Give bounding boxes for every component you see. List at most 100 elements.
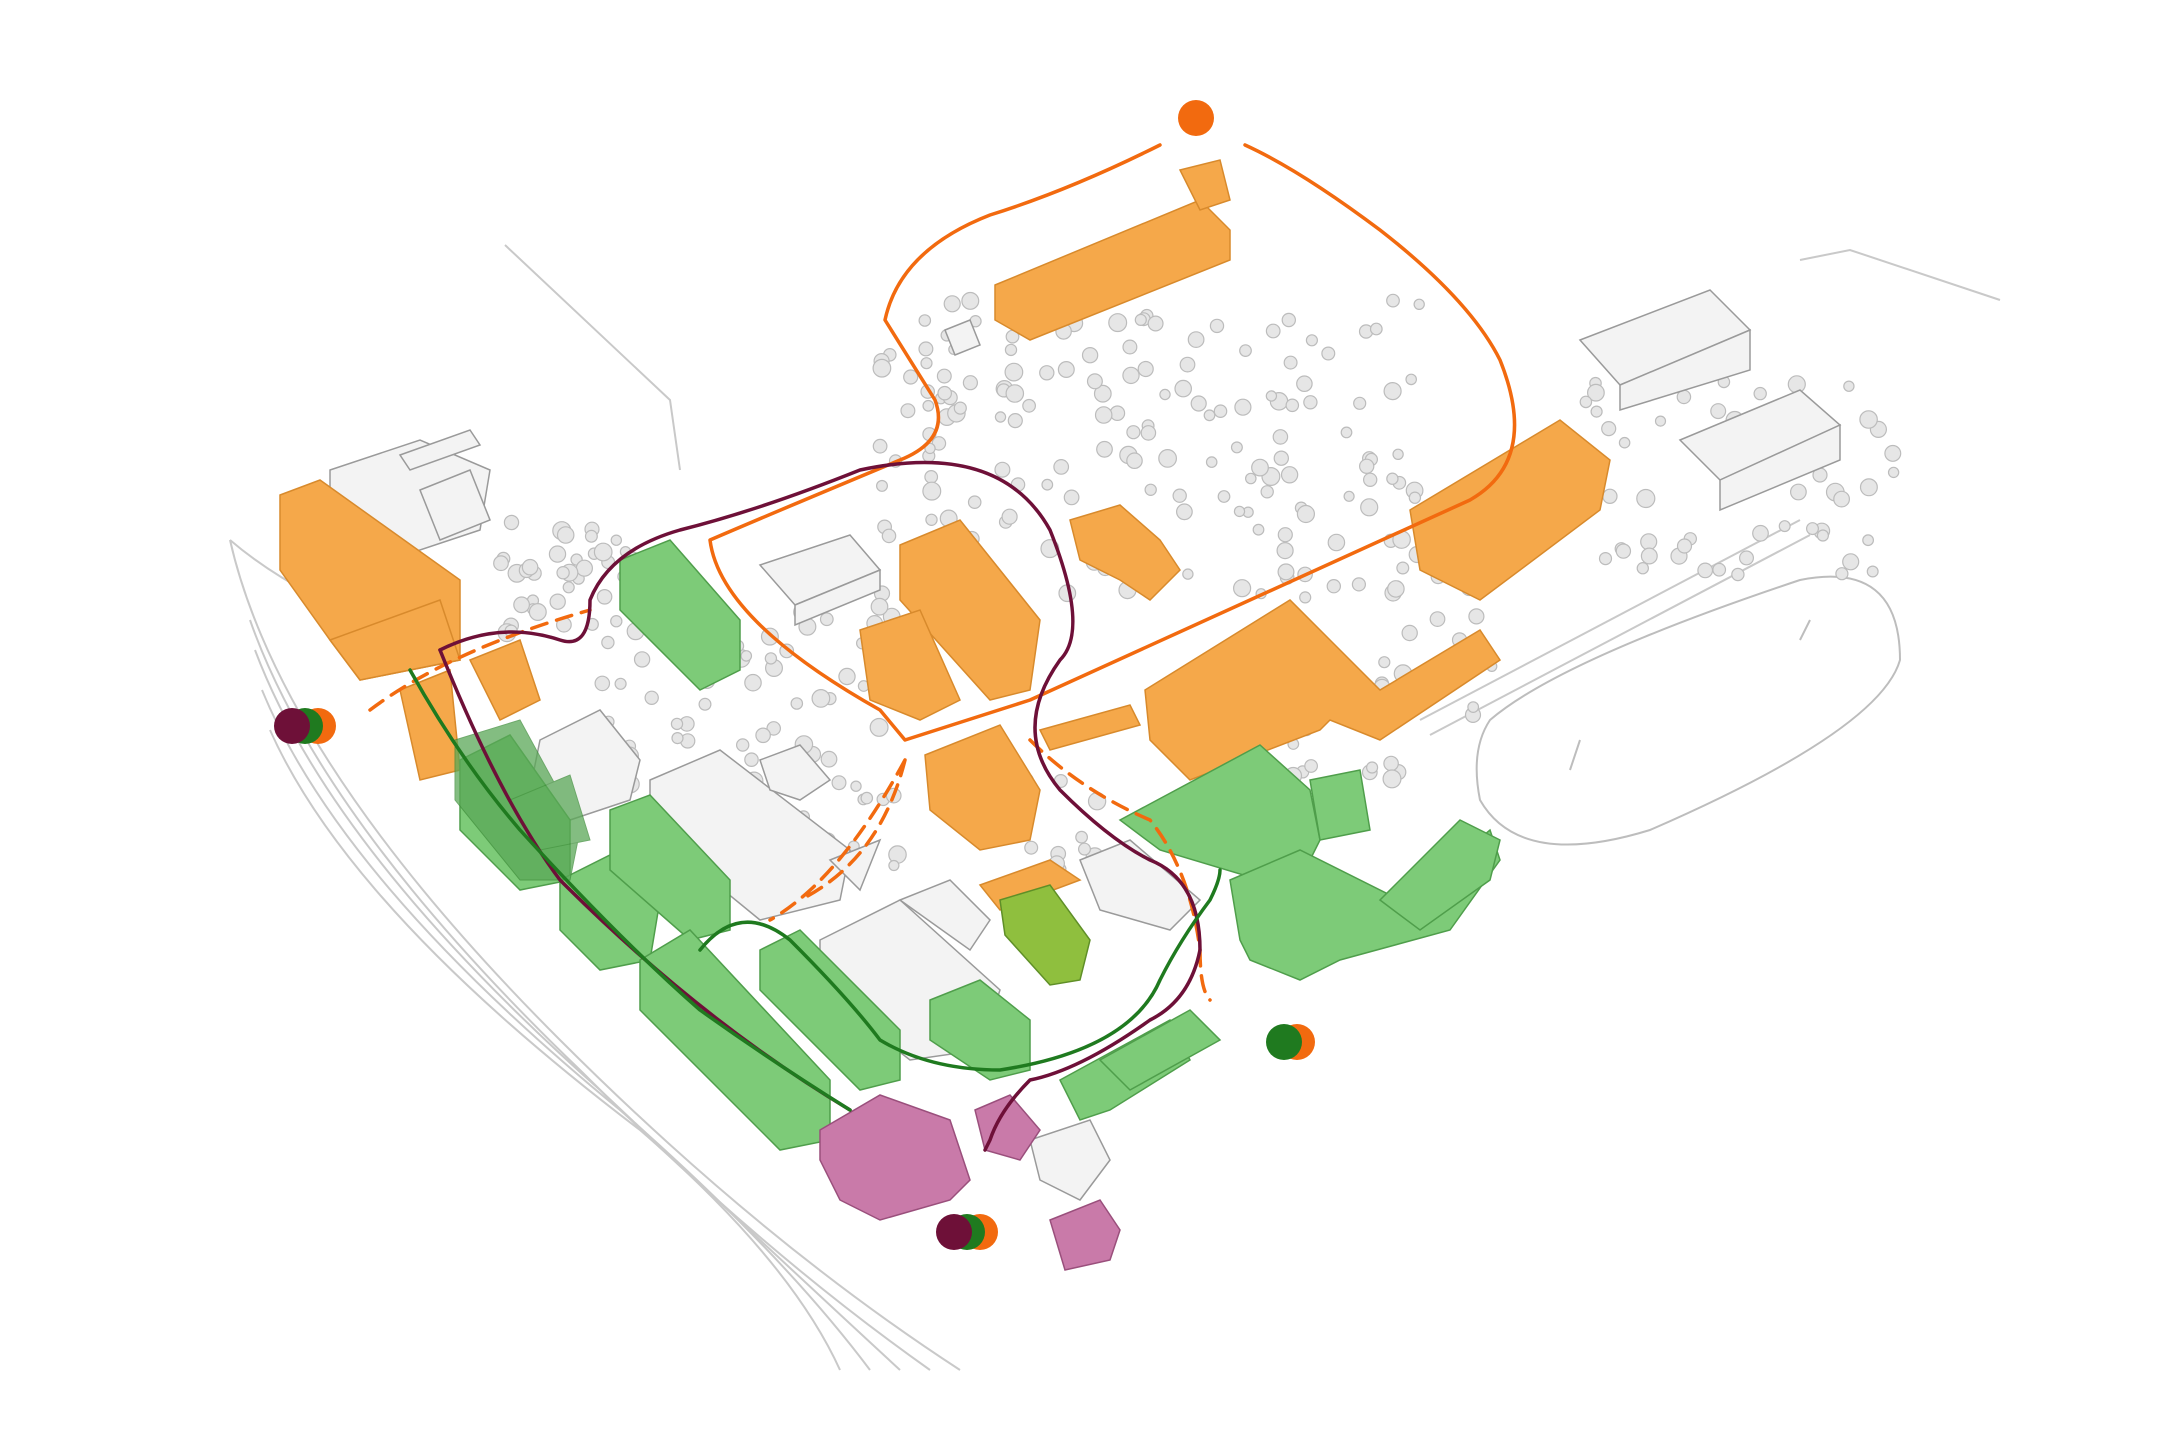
tree-icon bbox=[1187, 331, 1205, 349]
tree-icon bbox=[831, 775, 847, 791]
tree-icon bbox=[1413, 298, 1425, 310]
tree-icon bbox=[1586, 383, 1605, 402]
tree-icon bbox=[1273, 450, 1290, 466]
tree-icon bbox=[528, 602, 547, 621]
tree-icon bbox=[1230, 441, 1243, 454]
olive-building bbox=[999, 884, 1091, 986]
tree-icon bbox=[594, 675, 611, 692]
tree-icon bbox=[1789, 483, 1807, 501]
route-start-markers bbox=[274, 100, 1315, 1250]
tree-icon bbox=[1640, 533, 1658, 551]
tree-icon bbox=[644, 690, 659, 706]
tree-icon bbox=[1382, 769, 1402, 789]
tree-icon bbox=[1358, 458, 1375, 474]
tree-icon bbox=[698, 697, 712, 711]
tree-icon bbox=[1144, 483, 1157, 496]
tree-icon bbox=[1174, 379, 1192, 398]
tree-icon bbox=[872, 358, 892, 378]
tree-icon bbox=[1816, 529, 1830, 542]
tree-icon bbox=[503, 514, 520, 531]
marker-dot bbox=[1178, 100, 1214, 136]
start-marker-west bbox=[274, 708, 336, 744]
tree-icon bbox=[1126, 452, 1143, 469]
tree-icon bbox=[888, 859, 900, 872]
routes bbox=[368, 143, 1517, 1152]
tree-icon bbox=[1321, 346, 1336, 361]
tree-icon bbox=[1190, 395, 1207, 412]
tree-icon bbox=[1039, 365, 1055, 381]
tree-icon bbox=[1369, 322, 1383, 336]
tree-icon bbox=[1752, 524, 1769, 542]
tree-icon bbox=[918, 341, 934, 357]
tree-icon bbox=[922, 481, 942, 501]
tree-icon bbox=[1859, 478, 1878, 497]
tree-icon bbox=[1712, 562, 1727, 577]
street-lines bbox=[229, 244, 2001, 1371]
tree-icon bbox=[1429, 611, 1446, 627]
tree-icon bbox=[1158, 449, 1177, 468]
tree-icon bbox=[1343, 490, 1355, 502]
tree-icon bbox=[1378, 656, 1391, 669]
tree-icon bbox=[1260, 485, 1274, 499]
tree-icon bbox=[549, 593, 566, 610]
tree-icon bbox=[1387, 580, 1405, 598]
tree-icon bbox=[1001, 508, 1018, 525]
tree-icon bbox=[1362, 472, 1378, 487]
start-marker-north bbox=[1178, 100, 1214, 136]
tree-icon bbox=[1232, 579, 1252, 598]
tree-icon bbox=[1408, 491, 1422, 504]
tree-icon bbox=[1787, 375, 1806, 394]
tree-icon bbox=[1602, 488, 1618, 504]
tree-icon bbox=[521, 558, 539, 576]
orange-route bbox=[708, 143, 1517, 742]
tree-icon bbox=[1778, 520, 1791, 533]
tree-icon bbox=[766, 721, 781, 736]
sports-field bbox=[1475, 575, 1902, 846]
tree-icon bbox=[1467, 701, 1480, 713]
tree-icon bbox=[1710, 403, 1727, 420]
tree-icon bbox=[1094, 406, 1113, 424]
tree-icon bbox=[943, 295, 961, 313]
tree-icon bbox=[1265, 390, 1278, 402]
tree-icon bbox=[850, 780, 862, 792]
tree-icon bbox=[1272, 429, 1289, 445]
tree-icon bbox=[994, 461, 1011, 478]
tree-icon bbox=[1182, 568, 1194, 580]
tree-icon bbox=[1086, 373, 1103, 390]
tree-icon bbox=[1081, 347, 1099, 364]
tree-icon bbox=[1731, 567, 1745, 582]
tree-icon bbox=[610, 615, 623, 628]
tree-icon bbox=[870, 597, 889, 616]
tree-icon bbox=[1396, 561, 1410, 575]
tree-icon bbox=[994, 411, 1007, 423]
tree-icon bbox=[924, 470, 939, 484]
tree-icon bbox=[1134, 313, 1147, 326]
tree-icon bbox=[556, 526, 575, 544]
tree-icon bbox=[918, 314, 932, 327]
tree-icon bbox=[1239, 344, 1252, 358]
tree-icon bbox=[671, 731, 684, 745]
tree-icon bbox=[1383, 755, 1399, 772]
tree-icon bbox=[1004, 362, 1024, 382]
tree-icon bbox=[838, 667, 856, 686]
tree-icon bbox=[1203, 409, 1216, 422]
tree-icon bbox=[740, 650, 753, 662]
start-marker-south bbox=[936, 1214, 998, 1250]
tree-icon bbox=[1351, 577, 1367, 592]
tree-icon bbox=[1383, 382, 1402, 401]
tree-icon bbox=[1601, 421, 1617, 437]
tree-icon bbox=[614, 677, 627, 690]
tree-icon bbox=[1109, 405, 1126, 421]
tree-icon bbox=[1615, 543, 1632, 559]
tree-icon bbox=[562, 581, 575, 594]
tree-icon bbox=[1296, 375, 1313, 392]
tree-icon bbox=[1108, 313, 1128, 333]
tree-icon bbox=[1122, 339, 1138, 355]
tree-icon bbox=[1305, 334, 1319, 347]
tree-icon bbox=[1392, 448, 1404, 460]
tree-icon bbox=[556, 566, 570, 580]
tree-icon bbox=[1753, 386, 1767, 401]
tree-icon bbox=[937, 385, 952, 401]
tree-icon bbox=[1590, 405, 1603, 418]
